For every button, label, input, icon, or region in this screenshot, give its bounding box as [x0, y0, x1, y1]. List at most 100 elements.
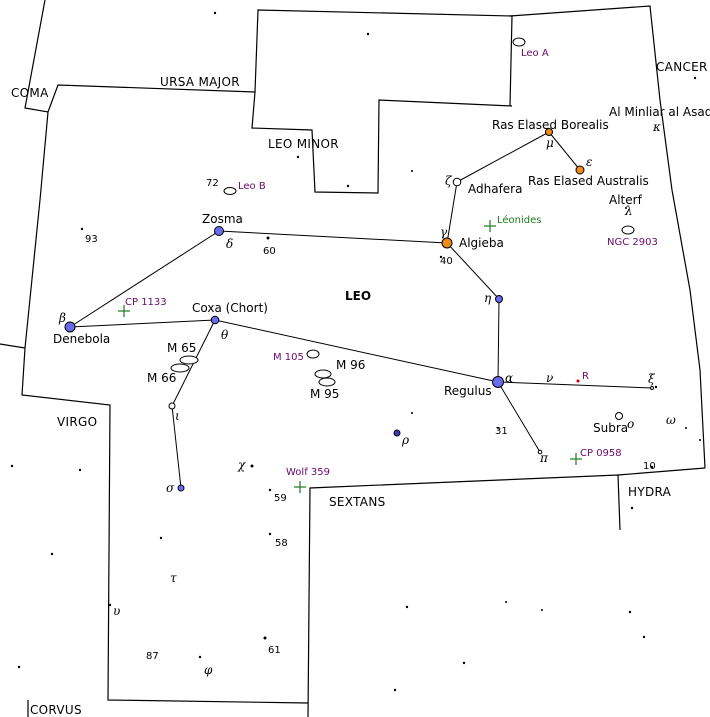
star-algieba: [441, 237, 453, 249]
label-leo-a: Leo A: [521, 48, 549, 59]
faint-star: [642, 635, 646, 639]
label-m96: M 96: [336, 358, 365, 372]
faint-star: [78, 468, 82, 472]
number-31: 31: [495, 426, 508, 437]
label-leonides: Léonides: [497, 214, 542, 226]
line-regulus-xi: [497, 381, 653, 389]
galaxy-leo-a: [512, 37, 526, 47]
greek-gamma: γ: [440, 225, 448, 239]
faint-star: [699, 439, 701, 441]
star-adhafera: [452, 177, 462, 187]
faint-star: [693, 76, 697, 80]
faint-star: [159, 536, 163, 540]
faint-star: [366, 32, 370, 36]
constellation-cancer: CANCER: [656, 60, 708, 74]
greek-tau: τ: [170, 571, 177, 585]
faint-star: [268, 532, 272, 536]
faint-star: [198, 655, 202, 659]
line-algieba-eta: [446, 242, 500, 300]
galaxy-ngc2903: [621, 225, 635, 235]
line-denebola-zosma: [69, 230, 220, 328]
greek-kappa: κ: [652, 120, 661, 134]
greek-nu: ν: [546, 371, 553, 385]
galaxy-leo-b: [223, 187, 237, 195]
star-pi: [537, 449, 543, 455]
star-subra: [615, 412, 623, 420]
boundary-leo-minor: [251, 91, 513, 194]
line-iota-sigma: [171, 405, 182, 489]
faint-star: [268, 488, 272, 492]
faint-star: [250, 464, 254, 468]
label-ras-elased-australis: Ras Elased Australis: [528, 174, 649, 188]
greek-chi: χ: [237, 458, 246, 472]
star-regulus: [492, 376, 504, 388]
constellation-virgo: VIRGO: [57, 415, 97, 429]
wolf359-marker-icon: [294, 481, 306, 493]
greek-omega: ω: [666, 413, 676, 427]
galaxy-m105: [306, 349, 320, 359]
flamsteed-numbers: 72 93 60 40 31 10 59 58 87 61: [85, 178, 656, 662]
label-wolf359: Wolf 359: [286, 467, 330, 478]
boundary-coma-virgo: [24, 111, 49, 349]
star-denebola: [64, 321, 76, 333]
greek-delta: δ: [226, 237, 233, 251]
greek-theta: θ: [221, 328, 229, 342]
constellation-hydra: HYDRA: [628, 485, 672, 499]
constellation-sextans: SEXTANS: [329, 495, 386, 509]
star-zosma: [214, 226, 224, 236]
object-labels: Léonides CP 1133 CP 0958 Wolf 359 R: [125, 214, 622, 478]
greek-phi: φ: [204, 663, 213, 677]
label-denebola: Denebola: [53, 332, 110, 346]
line-denebola-coxa: [69, 319, 216, 328]
variable-star-r: [576, 379, 580, 383]
faint-star: [650, 465, 654, 469]
constellation-ursa-major: URSA MAJOR: [160, 75, 240, 89]
number-72: 72: [206, 178, 219, 189]
label-cp1133: CP 1133: [125, 297, 167, 308]
galaxy-m96: [314, 369, 332, 379]
star-name-labels: Regulus Denebola Zosma Coxa (Chort) Algi…: [53, 105, 710, 435]
greek-iota: ι: [175, 409, 180, 423]
greek-upsilon: υ: [113, 604, 120, 618]
number-93: 93: [85, 234, 98, 245]
line-eta-regulus: [497, 298, 500, 383]
faint-star: [411, 412, 413, 414]
greek-alpha: α: [505, 371, 513, 385]
faint-star: [541, 609, 543, 611]
line-regulus-pi: [497, 381, 541, 453]
constellation-leo: LEO: [345, 289, 371, 303]
faint-star: [296, 155, 300, 159]
faint-star: [80, 227, 84, 231]
label-m66: M 66: [147, 371, 176, 385]
label-coxa: Coxa (Chort): [192, 301, 268, 315]
star-sigma: [177, 484, 185, 492]
number-10: 10: [643, 461, 656, 472]
faint-star: [497, 427, 499, 429]
faint-star: [654, 385, 658, 389]
faint-star: [630, 506, 634, 510]
greek-rho: ρ: [401, 433, 409, 447]
faint-star: [411, 170, 413, 172]
faint-star: [439, 255, 443, 259]
line-zosma-algieba: [218, 230, 448, 244]
greek-beta: β: [58, 311, 66, 325]
label-m95: M 95: [310, 387, 339, 401]
greek-pi: π: [539, 451, 549, 465]
constellation-coma: COMA: [11, 86, 49, 100]
star-rho: [393, 429, 401, 437]
faint-star: [266, 236, 270, 240]
greek-xi: ξ: [648, 372, 656, 386]
label-leo-b: Leo B: [238, 181, 266, 192]
greek-lambda: λ: [624, 204, 633, 218]
label-ras-elased-borealis: Ras Elased Borealis: [492, 118, 609, 132]
boundary-hydra: [617, 467, 706, 476]
star-eta: [495, 295, 503, 303]
faint-star: [393, 688, 397, 692]
bayer-letters: α β γ δ ε ζ η θ ι κ λ μ ν ξ o π ρ σ τ υ …: [58, 120, 676, 677]
galaxy-m65: [179, 355, 199, 365]
constellation-labels: LEO URSA MAJOR LEO MINOR CANCER COMA VIR…: [11, 60, 708, 717]
galaxies: [170, 37, 635, 387]
faint-star: [213, 11, 217, 15]
